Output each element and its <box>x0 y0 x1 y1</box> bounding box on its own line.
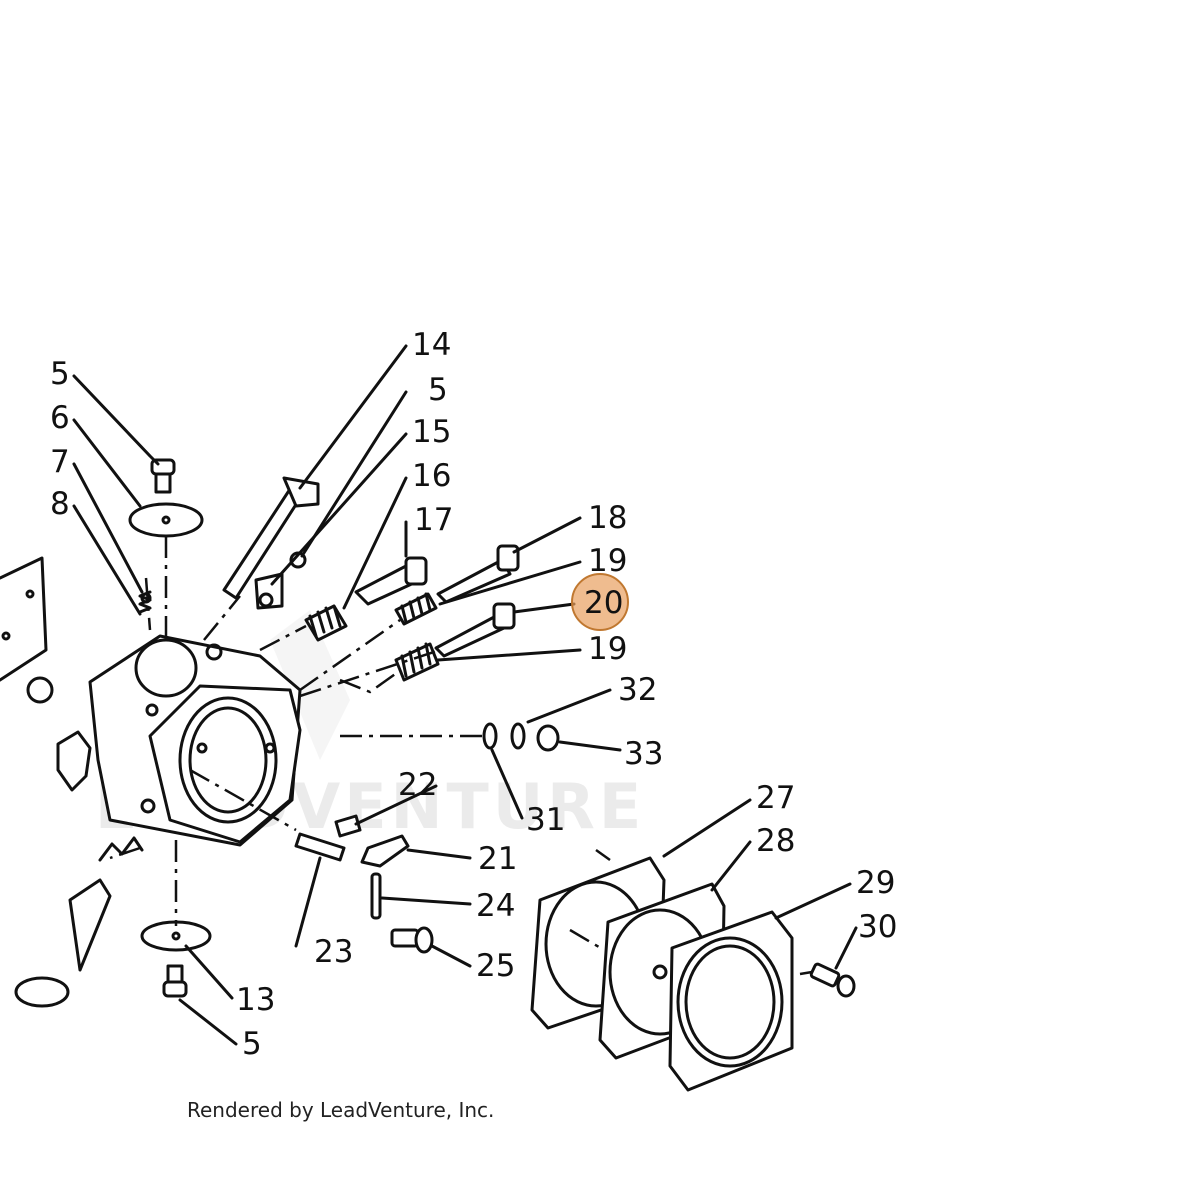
callout-21[interactable]: 21 <box>478 841 517 877</box>
spring-19-lower <box>394 642 440 682</box>
seal-ring-31 <box>482 722 498 750</box>
cap-33 <box>536 724 560 752</box>
top-cover-screw <box>128 458 204 538</box>
callout-8[interactable]: 8 <box>50 486 70 522</box>
callout-28[interactable]: 28 <box>756 823 795 859</box>
callout-6[interactable]: 6 <box>50 400 70 436</box>
lever-23 <box>294 832 346 862</box>
lower-shaft <box>14 878 112 1008</box>
spring-16 <box>304 604 348 642</box>
needle-18 <box>436 544 520 604</box>
leader-lines <box>72 344 858 1046</box>
render-credit: Rendered by LeadVenture, Inc. <box>187 1098 495 1122</box>
callout-32[interactable]: 32 <box>618 672 657 708</box>
pin-24 <box>370 872 382 920</box>
callout-17[interactable]: 17 <box>414 502 453 538</box>
callout-29[interactable]: 29 <box>856 865 895 901</box>
seal-ring-32 <box>510 722 526 750</box>
callout-5-right[interactable]: 5 <box>428 372 448 408</box>
left-gasket-plate <box>0 556 48 682</box>
callout-18[interactable]: 18 <box>588 500 627 536</box>
callout-30[interactable]: 30 <box>858 909 897 945</box>
callout-19-lower[interactable]: 19 <box>588 631 627 667</box>
callout-33[interactable]: 33 <box>624 736 663 772</box>
pump-cover-29 <box>668 910 794 1092</box>
callout-7[interactable]: 7 <box>50 444 70 480</box>
needle-20 <box>434 602 516 658</box>
throttle-shaft <box>222 476 320 610</box>
callout-labels: 14 5 5 6 15 7 16 8 17 18 19 20 19 32 33 … <box>50 327 897 1062</box>
callout-25[interactable]: 25 <box>476 948 515 984</box>
callout-14[interactable]: 14 <box>412 327 451 363</box>
callout-22[interactable]: 22 <box>398 767 437 803</box>
screw-30 <box>809 962 856 998</box>
assembly-lines <box>109 536 813 976</box>
callout-15[interactable]: 15 <box>412 414 451 450</box>
callout-31[interactable]: 31 <box>526 802 565 838</box>
callout-5-top-left[interactable]: 5 <box>50 356 70 392</box>
callout-16[interactable]: 16 <box>412 458 451 494</box>
carburetor-body <box>26 634 302 847</box>
callout-5-bottom[interactable]: 5 <box>242 1026 262 1062</box>
callout-24[interactable]: 24 <box>476 888 515 924</box>
needle-17 <box>354 556 428 606</box>
callout-27[interactable]: 27 <box>756 780 795 816</box>
callout-19-upper[interactable]: 19 <box>588 543 627 579</box>
small-spring-22 <box>334 814 362 838</box>
callout-13[interactable]: 13 <box>236 982 275 1018</box>
callout-highlight <box>571 573 629 631</box>
lever-21 <box>360 834 410 868</box>
callout-20[interactable]: 20 <box>584 585 623 621</box>
screw-25 <box>390 926 434 954</box>
callout-23[interactable]: 23 <box>314 934 353 970</box>
spring-19-upper <box>394 592 438 626</box>
bottom-cover-screw <box>140 920 212 998</box>
watermark-logo <box>270 610 350 760</box>
